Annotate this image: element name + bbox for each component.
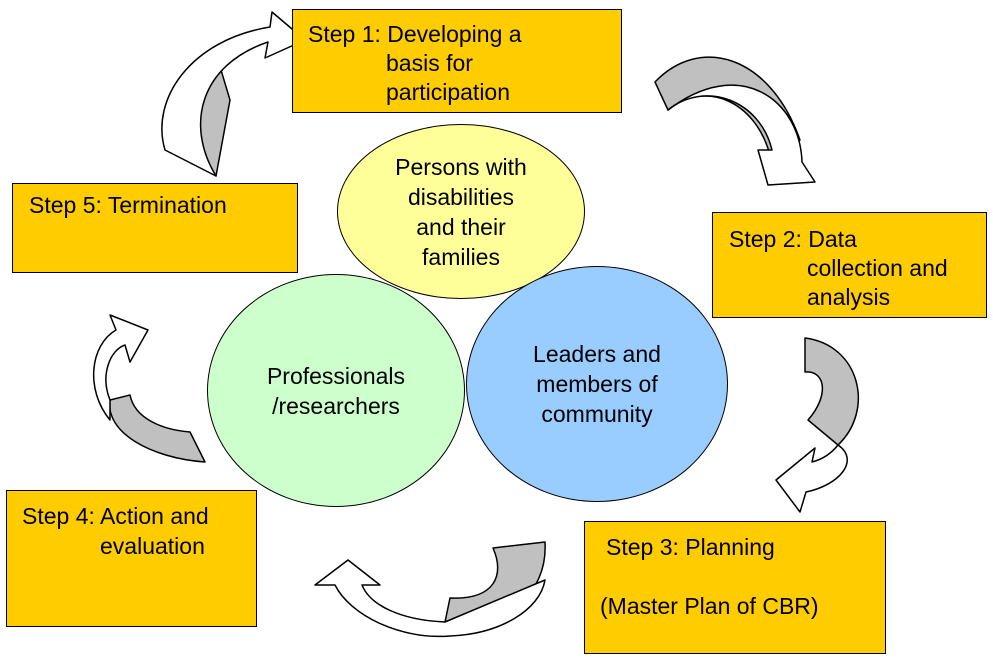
community-text-3: community [541, 401, 653, 427]
community-text-1: Leaders and [533, 341, 661, 367]
community-text-2: members of [536, 371, 658, 397]
arrow-step3-to-step4 [314, 541, 546, 638]
families-text-1: Persons with [395, 153, 527, 180]
step1-box: Step 1: Developing a basis for participa… [292, 9, 622, 113]
families-circle: Persons with disabilities and their fami… [337, 124, 585, 299]
step1-text-2: basis for [386, 50, 473, 76]
professionals-text-2: /researchers [272, 392, 400, 419]
families-text-3: and their [416, 213, 506, 240]
professionals-text-1: Professionals [266, 362, 406, 389]
step4-title: Step 4: Action and [22, 503, 209, 529]
step4-text-2: evaluation [100, 533, 205, 559]
step1-title: Step 1: Developing a [308, 21, 522, 47]
arrow-step2-to-step3 [775, 337, 860, 513]
step1-text-3: participation [386, 79, 511, 105]
step5-title: Step 5: Termination [29, 192, 227, 218]
step3-title: Step 3: Planning [606, 534, 775, 560]
step2-box: Step 2: Data collection and analysis [712, 212, 987, 318]
professionals-circle: Professionals /researchers [207, 274, 465, 507]
step4-box: Step 4: Action and evaluation [6, 490, 257, 627]
families-text-4: families [422, 243, 500, 270]
families-text-2: disabilities [407, 183, 515, 210]
step5-box: Step 5: Termination [12, 183, 298, 273]
step2-title: Step 2: Data [729, 226, 857, 252]
arrow-step1-to-step2 [654, 56, 816, 186]
arrow-step5-to-step1 [161, 11, 306, 177]
step2-text-3: analysis [807, 284, 891, 310]
step3-box: Step 3: Planning (Master Plan of CBR) [584, 521, 886, 654]
arrow-step4-to-step5 [92, 314, 206, 463]
community-circle: Leaders and members of community [466, 266, 728, 502]
step3-text-2: (Master Plan of CBR) [600, 593, 819, 619]
step2-text-2: collection and [807, 255, 948, 281]
